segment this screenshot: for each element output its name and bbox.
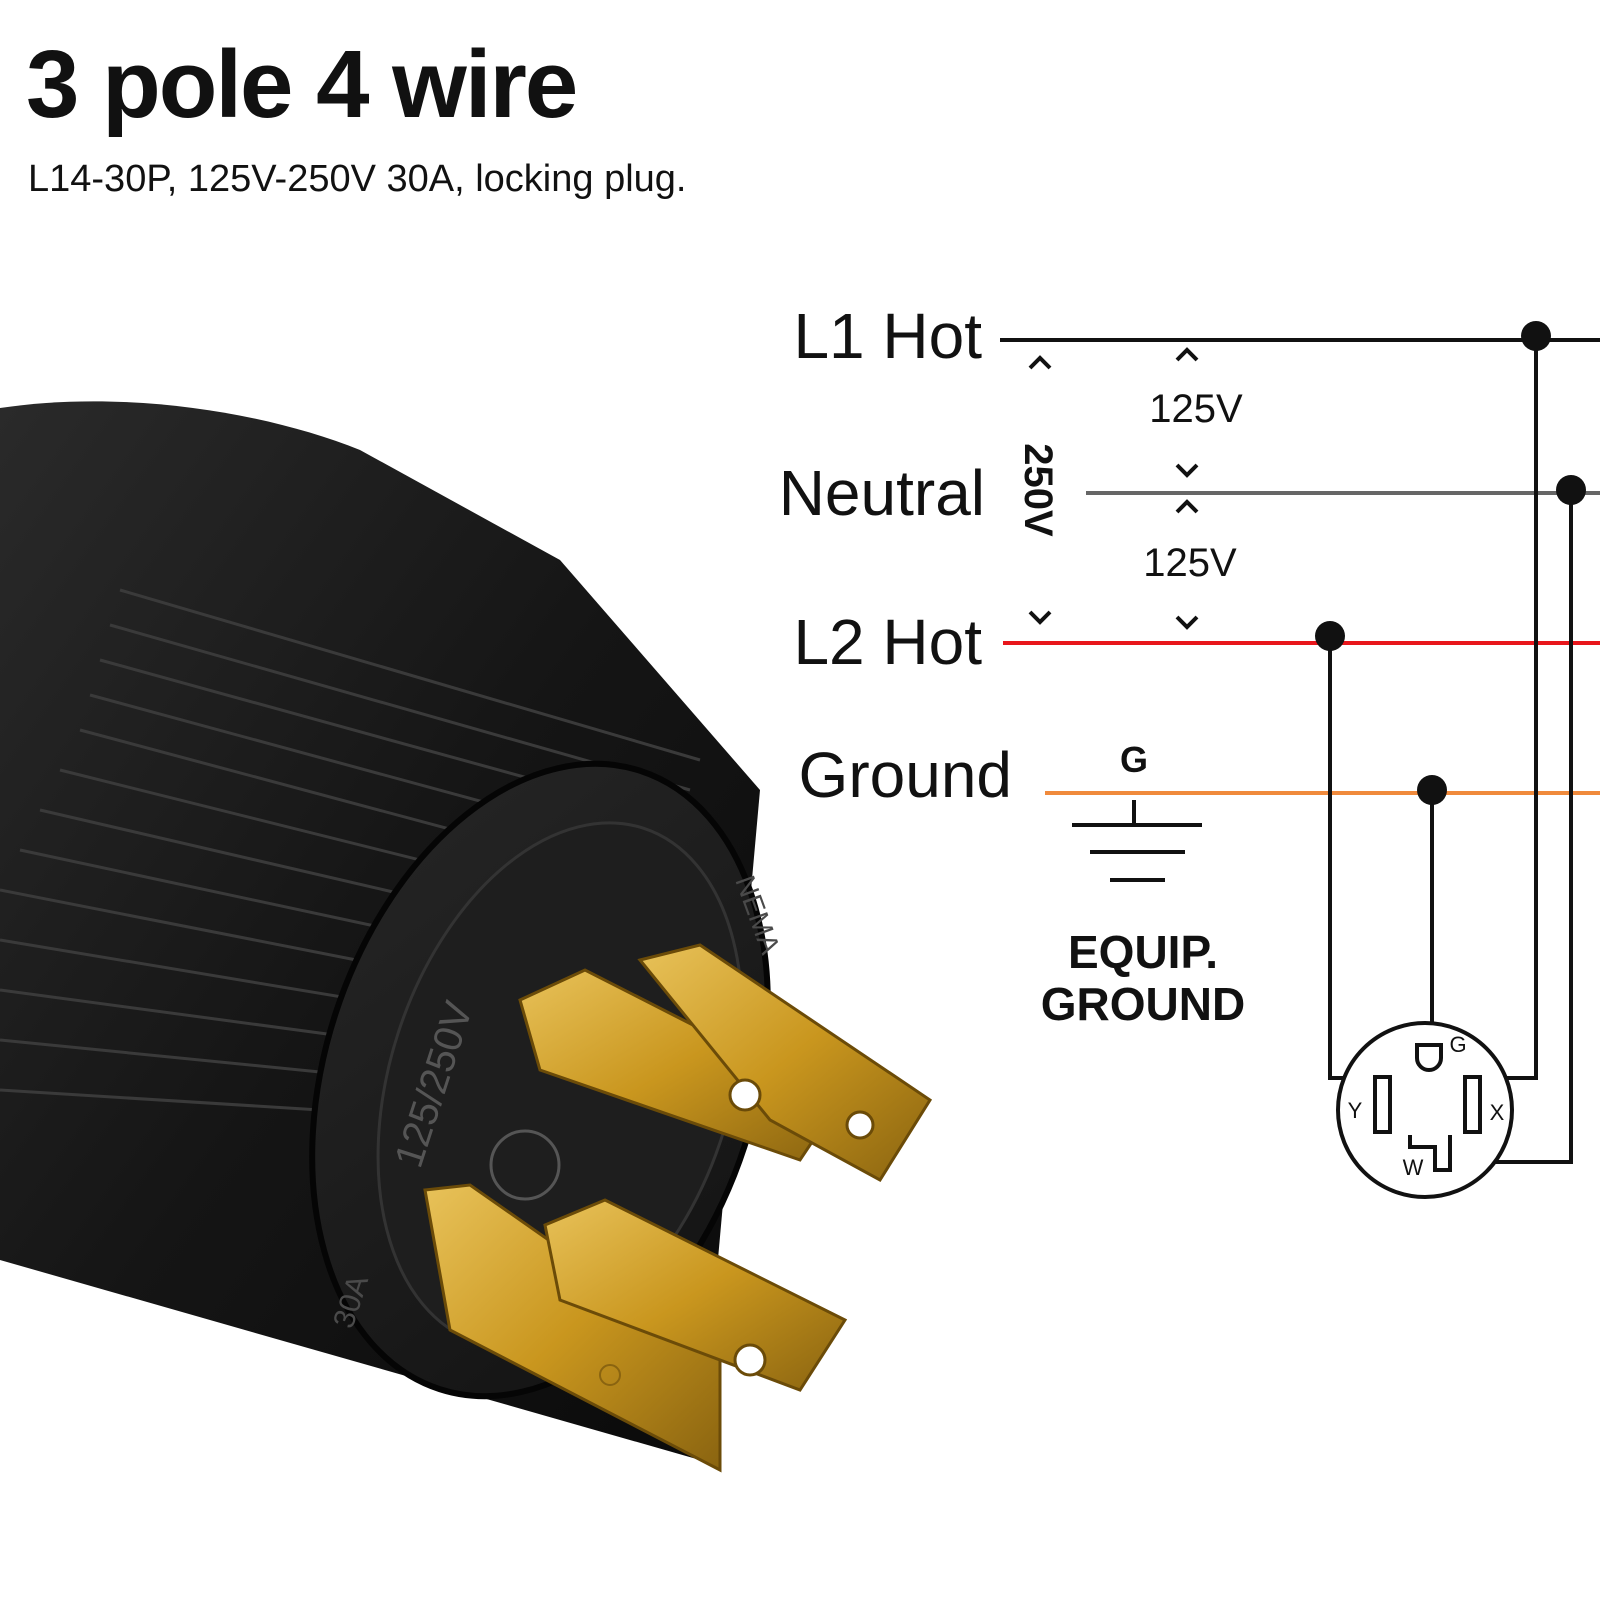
terminal-g-slot xyxy=(1415,1043,1443,1073)
voltage-125-lower-label: 125V xyxy=(1143,541,1237,585)
ground-symbol-letter: G xyxy=(1120,739,1148,780)
terminal-x-label: X xyxy=(1490,1100,1505,1125)
line-label-neutral: Neutral xyxy=(779,457,985,529)
ground-symbol-icon xyxy=(1072,800,1202,882)
receptacle-face: G Y X W xyxy=(1336,1021,1514,1199)
junction-dot-neutral xyxy=(1556,475,1586,505)
line-label-ground: Ground xyxy=(799,739,1012,811)
plug-blade-upper xyxy=(518,943,933,1182)
terminal-x-slot xyxy=(1463,1075,1482,1134)
voltage-125-arrows xyxy=(1175,347,1199,630)
terminal-w-label: W xyxy=(1403,1155,1424,1180)
junction-dot-l2 xyxy=(1315,621,1345,651)
terminal-g-label: G xyxy=(1449,1032,1466,1057)
page-subtitle: L14-30P, 125V-250V 30A, locking plug. xyxy=(28,158,687,200)
ul-logo-icon xyxy=(489,1129,561,1201)
page-title: 3 pole 4 wire xyxy=(26,31,578,138)
line-label-l2: L2 Hot xyxy=(793,606,982,678)
wiring-diagram: L1 Hot Neutral L2 Hot Ground 250V 125V 1… xyxy=(779,300,1600,1199)
junction-dot-ground xyxy=(1417,775,1447,805)
line-label-l1: L1 Hot xyxy=(793,300,982,372)
terminal-y-label: Y xyxy=(1348,1098,1363,1123)
plug-blade-lower xyxy=(423,1183,848,1473)
voltage-250-arrows xyxy=(1028,355,1052,625)
voltage-250-label: 250V xyxy=(1016,443,1060,537)
plug-photo: 125/250V 30A NEMA xyxy=(0,401,933,1473)
voltage-125-upper-label: 125V xyxy=(1149,387,1243,431)
terminal-w-slot xyxy=(1408,1135,1452,1172)
junction-dot-l1 xyxy=(1521,321,1551,351)
ground-caption-line2: GROUND xyxy=(1041,978,1245,1030)
ground-caption-line1: EQUIP. xyxy=(1068,926,1218,978)
terminal-y-slot xyxy=(1373,1075,1392,1134)
